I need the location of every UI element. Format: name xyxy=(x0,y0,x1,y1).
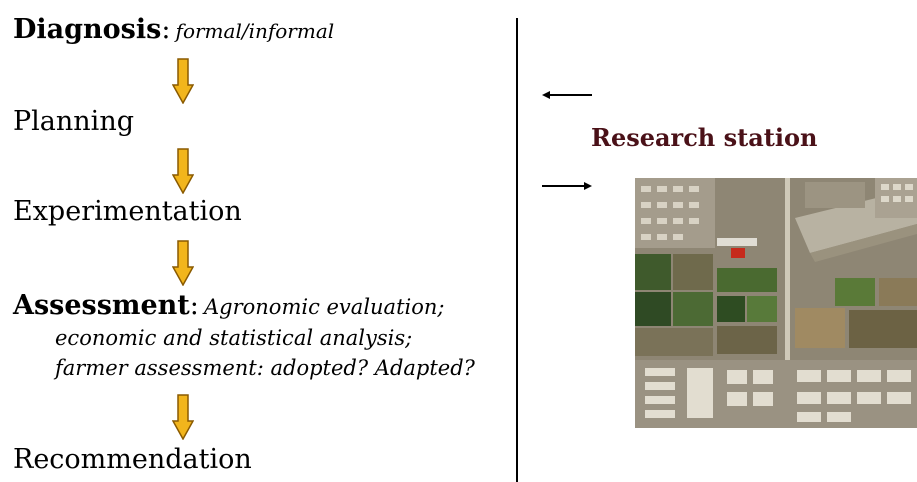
research-station-aerial-photo xyxy=(635,178,917,428)
diagnosis-note: formal/informal xyxy=(175,19,335,43)
down-arrow-icon xyxy=(172,394,194,440)
planning-title: Planning xyxy=(13,106,134,137)
step-recommendation: Recommendation xyxy=(13,444,252,475)
down-arrow-icon xyxy=(172,240,194,286)
diagnosis-colon: : xyxy=(161,14,171,45)
experimentation-title: Experimentation xyxy=(13,196,242,227)
assessment-title: Assessment xyxy=(13,290,190,321)
vertical-divider xyxy=(516,18,518,482)
diagnosis-title: Diagnosis xyxy=(13,14,162,45)
down-arrow-icon xyxy=(172,148,194,194)
step-diagnosis: Diagnosis: formal/informal xyxy=(13,14,334,45)
assessment-line-1: Agronomic evaluation; xyxy=(203,295,445,319)
step-planning: Planning xyxy=(13,106,134,137)
left-arrow-icon xyxy=(542,91,592,99)
assessment-line-2: economic and statistical analysis; xyxy=(55,326,413,350)
down-arrow-icon xyxy=(172,58,194,104)
step-experimentation: Experimentation xyxy=(13,196,242,227)
step-assessment: Assessment: Agronomic evaluation; econom… xyxy=(13,290,475,380)
assessment-line-3: farmer assessment: adopted? Adapted? xyxy=(55,356,475,380)
assessment-colon: : xyxy=(189,290,199,321)
right-arrow-icon xyxy=(542,182,592,190)
recommendation-title: Recommendation xyxy=(13,444,252,475)
research-station-label: Research station xyxy=(591,123,818,152)
